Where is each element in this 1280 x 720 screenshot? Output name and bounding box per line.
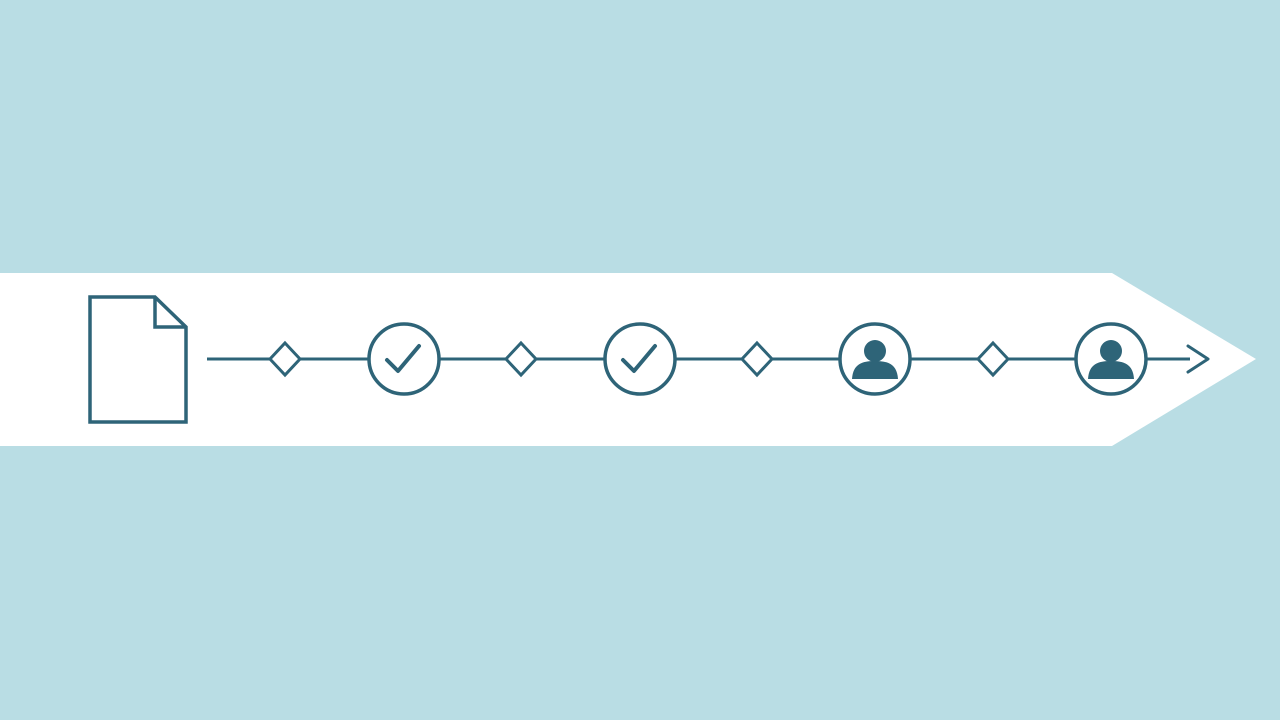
step-node bbox=[603, 322, 677, 396]
step-circle bbox=[367, 322, 441, 396]
step-node bbox=[367, 322, 441, 396]
arrow-right-icon bbox=[1186, 344, 1210, 374]
user-icon bbox=[1088, 340, 1134, 379]
diamond-node-icon bbox=[267, 340, 303, 378]
step-circle bbox=[603, 322, 677, 396]
step-node bbox=[838, 322, 912, 396]
step-node bbox=[1074, 322, 1148, 396]
diamond-node-icon bbox=[739, 340, 775, 378]
checkmark-icon bbox=[385, 344, 421, 373]
document-icon bbox=[88, 295, 188, 424]
diamond-node-icon bbox=[975, 340, 1011, 378]
user-icon bbox=[852, 340, 898, 379]
diamond-node-icon bbox=[503, 340, 539, 378]
checkmark-icon bbox=[621, 344, 657, 373]
